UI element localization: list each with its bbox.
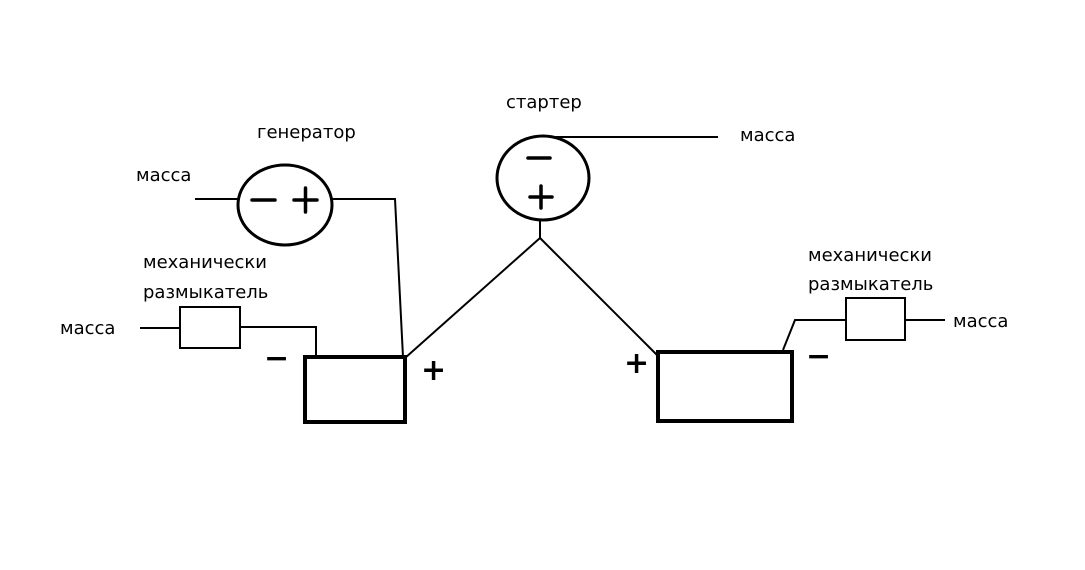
right-massa-label: масса bbox=[953, 311, 1008, 332]
left-battery-symbol bbox=[303, 355, 407, 424]
right-battery-to-breaker-wire bbox=[782, 319, 846, 351]
left-breaker-label-line1: механически bbox=[143, 252, 267, 273]
starter-symbol bbox=[495, 134, 591, 222]
left-battery-minus-sign: − bbox=[264, 341, 289, 376]
left-massa-label: масса bbox=[60, 318, 115, 339]
left-battery-plus-sign: + bbox=[421, 353, 446, 388]
starter-to-right-battery-wire bbox=[539, 237, 658, 356]
right-breaker-symbol bbox=[845, 297, 906, 341]
starter-massa-label: масса bbox=[740, 125, 795, 146]
generator-to-battery-wire bbox=[330, 198, 404, 358]
left-breaker-label-line2: размыкатель bbox=[143, 282, 268, 303]
left-breaker-to-battery-wire bbox=[240, 326, 317, 356]
left-breaker-symbol bbox=[179, 306, 241, 349]
generator-massa-label: масса bbox=[136, 165, 191, 186]
starter-to-left-battery-wire bbox=[404, 237, 541, 359]
right-breaker-label-line2: размыкатель bbox=[808, 274, 933, 295]
generator-label: генератор bbox=[257, 122, 356, 143]
starter-label: стартер bbox=[506, 92, 582, 113]
right-battery-minus-sign: − bbox=[806, 339, 831, 374]
right-battery-plus-sign: + bbox=[624, 346, 649, 381]
right-breaker-label-line1: механически bbox=[808, 245, 932, 266]
generator-symbol bbox=[236, 163, 334, 247]
right-battery-symbol bbox=[656, 350, 794, 423]
